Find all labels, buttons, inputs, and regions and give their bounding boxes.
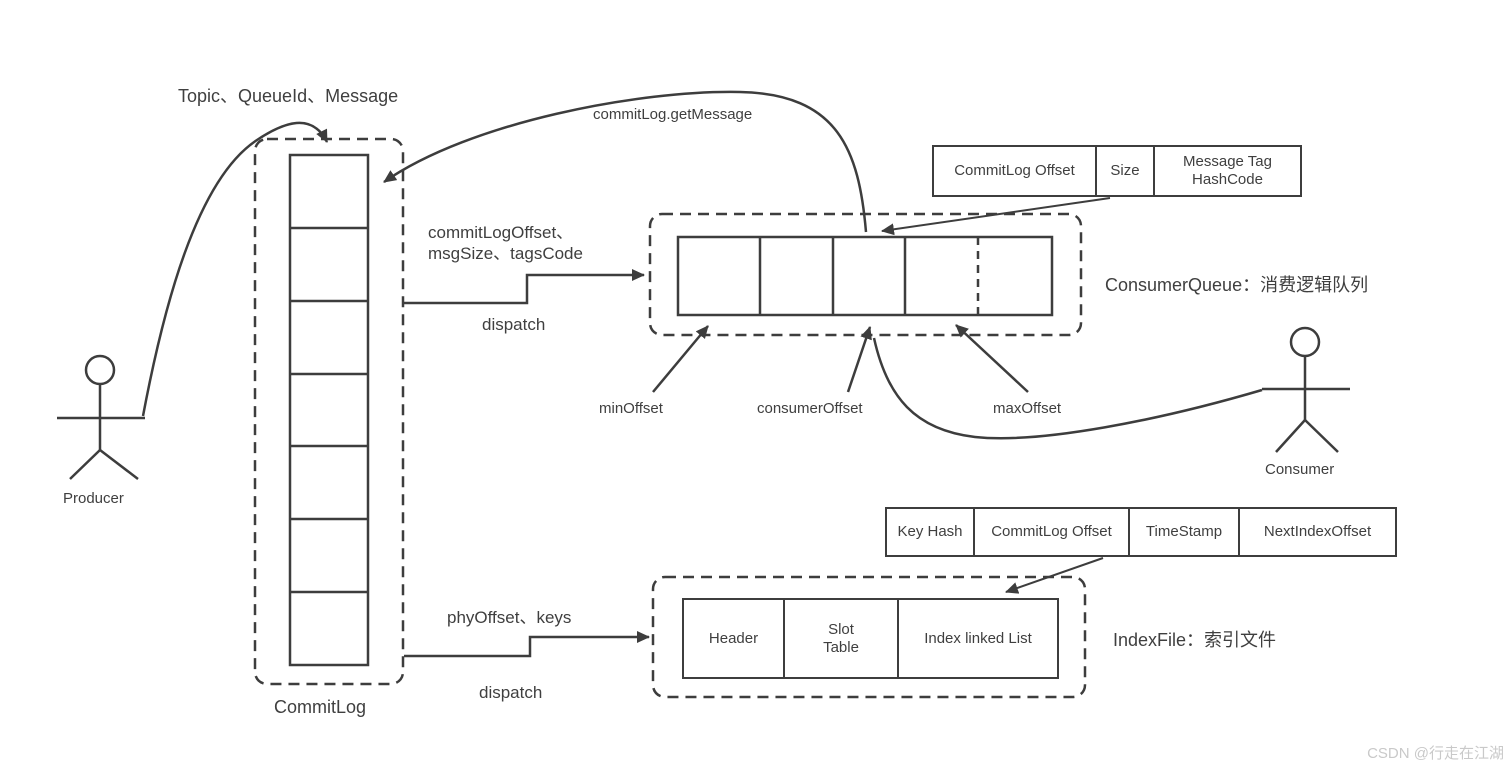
consumer-label: Consumer — [1265, 461, 1335, 478]
if-field-key-hash: Key Hash — [885, 507, 975, 557]
if-field-commitlog-offset: CommitLog Offset — [973, 507, 1130, 557]
consumer-figure — [1262, 326, 1350, 453]
indexfile-sections-row: Header Slot Table Index linked List — [682, 598, 1059, 679]
indexfile-dashed-box — [651, 575, 1087, 699]
max-offset-arrow — [955, 324, 1029, 393]
get-message-label: commitLog.getMessage — [593, 106, 753, 123]
dispatch-args-line2: msgSize、tagsCode — [428, 244, 583, 264]
if-section-header: Header — [682, 598, 785, 679]
producer-send-arrow — [141, 121, 329, 417]
dispatch-args-line1: commitLogOffset、 — [428, 223, 574, 242]
indexfile-title: IndexFile：索引文件 — [1113, 630, 1277, 650]
cq-field-message-tag-hashcode: Message Tag HashCode — [1153, 145, 1302, 197]
if-section-slot-table: Slot Table — [783, 598, 899, 679]
consumerqueue-row — [676, 235, 1054, 317]
consumerqueue-unit-record: CommitLog Offset Size Message Tag HashCo… — [932, 145, 1302, 197]
commitlog-dashed-box — [253, 137, 405, 686]
if-field-next-index-offset: NextIndexOffset — [1238, 507, 1397, 557]
consumerqueue-title: ConsumerQueue：消费逻辑队列 — [1105, 275, 1369, 295]
cq-field-size: Size — [1095, 145, 1155, 197]
max-offset-label: maxOffset — [993, 400, 1062, 417]
if-field-timestamp: TimeStamp — [1128, 507, 1240, 557]
producer-figure — [57, 354, 145, 480]
consumer-fetch-curve — [872, 337, 1263, 440]
get-message-arrow — [383, 90, 868, 233]
dispatch-indexfile-arrow — [404, 631, 650, 658]
csdn-watermark: CSDN @行走在江湖 — [1367, 745, 1504, 762]
consumer-offset-arrow — [846, 326, 872, 393]
min-offset-label: minOffset — [599, 400, 663, 417]
commitlog-label: CommitLog — [274, 697, 367, 717]
dispatch-consumerqueue-label: dispatch — [482, 315, 546, 334]
min-offset-arrow — [652, 325, 709, 393]
dispatch-args-indexfile-label: phyOffset、keys — [447, 608, 572, 627]
dispatch-args-consumerqueue-label: commitLogOffset、 msgSize、tagsCode — [428, 222, 583, 265]
dispatch-consumerqueue-arrow — [404, 269, 645, 305]
indexfile-unit-record: Key Hash CommitLog Offset TimeStamp Next… — [885, 507, 1397, 557]
dispatch-indexfile-label: dispatch — [479, 683, 543, 702]
if-section-index-linked-list: Index linked List — [897, 598, 1059, 679]
cq-unit-pointer-line — [881, 197, 1111, 236]
commitlog-column — [288, 153, 370, 667]
cq-field-commitlog-offset: CommitLog Offset — [932, 145, 1097, 197]
topic-queueid-message-label: Topic、QueueId、Message — [178, 86, 399, 106]
consumer-offset-label: consumerOffset — [757, 400, 863, 417]
producer-label: Producer — [63, 490, 124, 507]
index-unit-pointer-line — [1005, 557, 1104, 594]
